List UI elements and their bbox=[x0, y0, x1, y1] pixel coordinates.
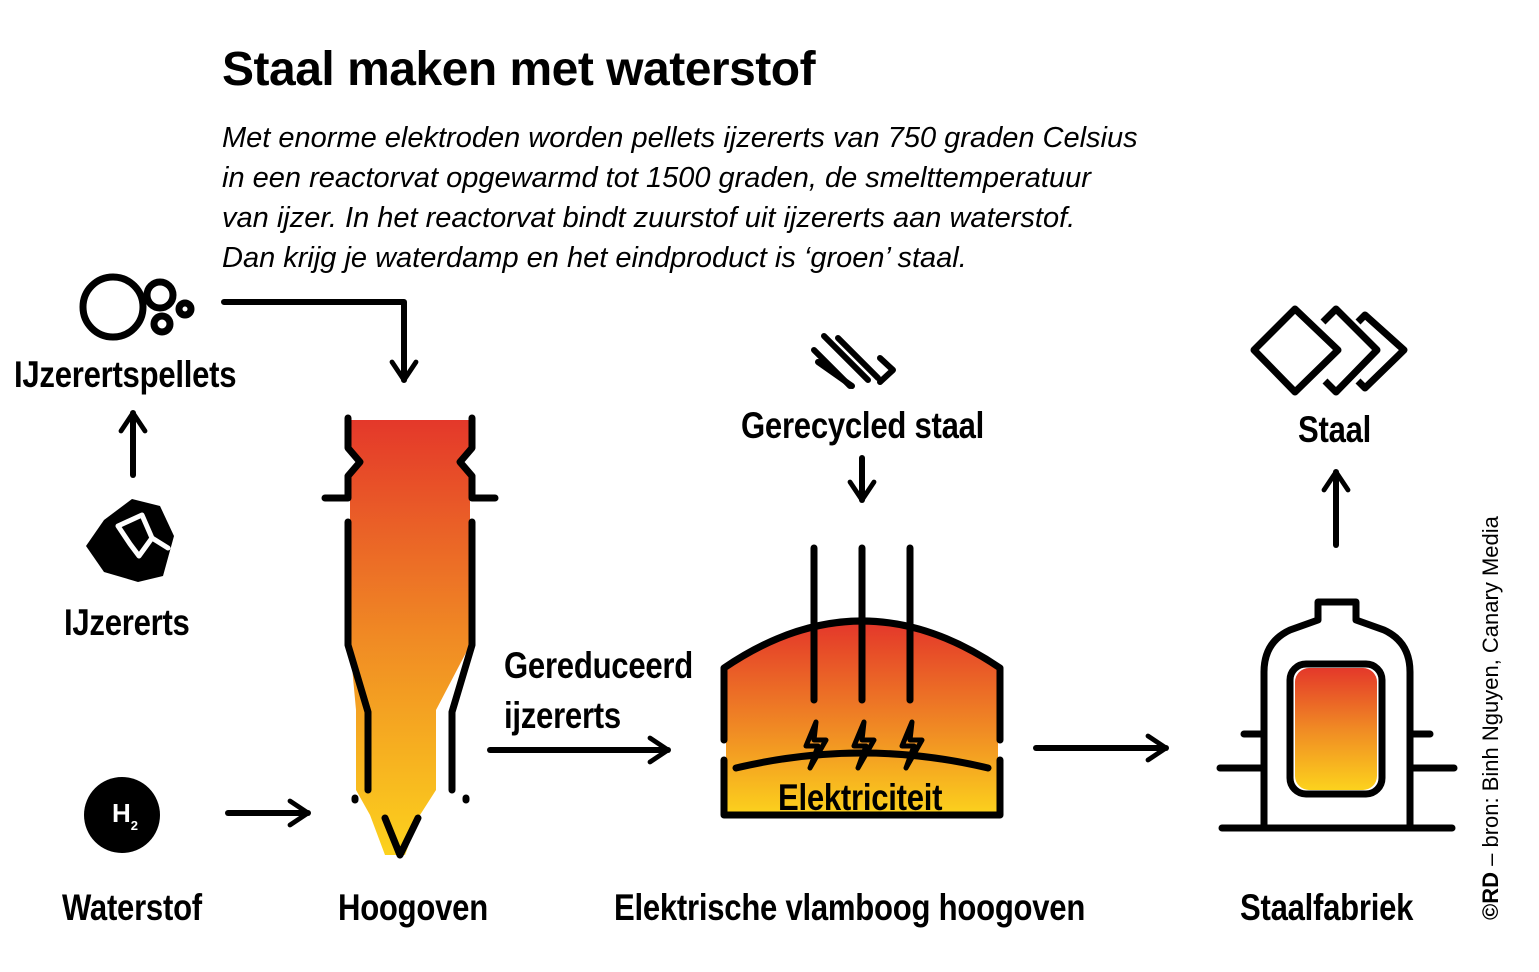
credit-source: – bron: Binh Nguyen, Canary Media bbox=[1478, 516, 1503, 872]
label-recycled-steel: Gerecycled staal bbox=[741, 405, 985, 446]
hydrogen-icon bbox=[84, 777, 160, 853]
intro-line-3: van ijzer. In het reactorvat bindt zuurs… bbox=[222, 202, 1076, 234]
arrow-pellets-to-furnace bbox=[221, 299, 419, 383]
page-title: Staal maken met waterstof bbox=[222, 43, 816, 96]
label-blast-furnace: Hoogoven bbox=[338, 887, 488, 928]
ore-icon bbox=[86, 499, 174, 582]
label-hydrogen: Waterstof bbox=[62, 887, 202, 928]
label-reduced-ore-2: ijzererts bbox=[504, 695, 621, 736]
recycled-steel-icon bbox=[811, 333, 896, 389]
label-arc-furnace: Elektrische vlamboog hoogoven bbox=[614, 887, 1086, 928]
label-pellets: IJzerertspellets bbox=[14, 354, 237, 395]
label-electricity: Elektriciteit bbox=[778, 777, 943, 818]
intro-line-4: Dan krijg je waterdamp en het eindproduc… bbox=[222, 242, 967, 274]
arc-furnace bbox=[720, 544, 1004, 819]
steel-factory bbox=[1216, 598, 1458, 832]
label-steel: Staal bbox=[1298, 409, 1372, 450]
intro-line-1: Met enorme elektroden worden pellets ijz… bbox=[222, 122, 1138, 154]
hydrogen-symbol: H2 bbox=[112, 798, 139, 833]
blast-furnace bbox=[321, 414, 499, 859]
lightning-icon bbox=[803, 719, 925, 771]
steel-plates-icon bbox=[1250, 305, 1408, 396]
credit-copyright: ©RD bbox=[1478, 872, 1503, 920]
intro-text: Met enorme elektroden worden pellets ijz… bbox=[222, 118, 1342, 278]
credit-line: ©RD – bron: Binh Nguyen, Canary Media bbox=[1478, 516, 1504, 920]
label-steel-factory: Staalfabriek bbox=[1240, 887, 1414, 928]
intro-line-2: in een reactorvat opgewarmd tot 1500 gra… bbox=[222, 162, 1091, 194]
label-reduced-ore-1: Gereduceerd bbox=[504, 645, 693, 686]
label-ore: IJzererts bbox=[64, 602, 190, 643]
pellets-icon bbox=[79, 273, 195, 341]
